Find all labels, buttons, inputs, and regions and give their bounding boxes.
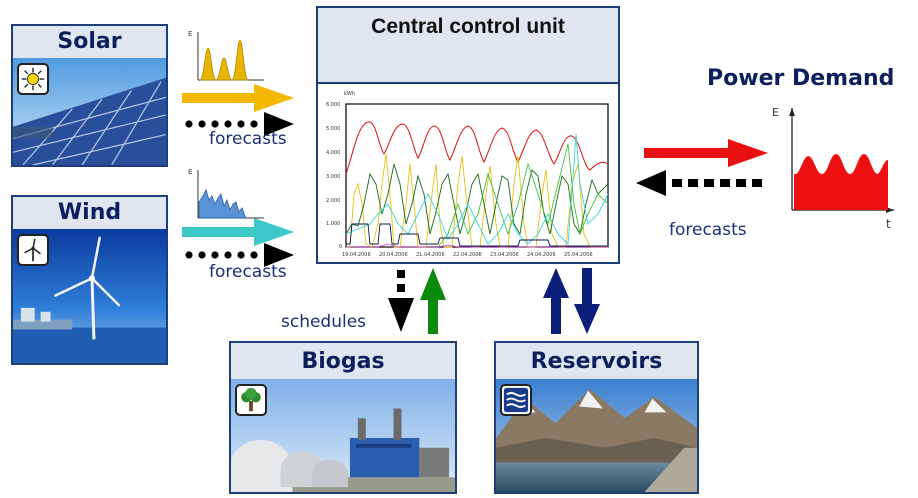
x-tick-label: 25.04.2006 bbox=[564, 252, 593, 258]
wind-box: Wind bbox=[11, 195, 168, 365]
biogas-schedule-arrow bbox=[388, 270, 414, 332]
power-demand-axis-x: t bbox=[886, 217, 891, 230]
biogas-box: Biogas bbox=[229, 341, 457, 494]
central-control-unit-title: Central control unit bbox=[371, 15, 565, 38]
x-tick-label: 22.04.2006 bbox=[453, 252, 482, 258]
biogas-plant-image bbox=[231, 379, 455, 492]
wind-power-arrow bbox=[182, 218, 294, 246]
x-tick-label: 23.04.2006 bbox=[490, 252, 519, 258]
chart-unit-label: kWh bbox=[344, 91, 355, 97]
x-tick-label: 21.04.2006 bbox=[416, 252, 445, 258]
chart-x-ticks: 19.04.2006 20.04.2006 21.04.2006 22.04.2… bbox=[342, 252, 593, 258]
solar-box: Solar bbox=[11, 24, 168, 167]
central-time-series-chart: kWh 6.000 5.000 4.000 3.000 2.000 1.000 … bbox=[318, 82, 618, 262]
demand-forecasts-label: forecasts bbox=[669, 220, 747, 240]
x-tick-label: 24.04.2006 bbox=[527, 252, 556, 258]
biogas-title: Biogas bbox=[301, 349, 385, 374]
biogas-power-arrow bbox=[420, 268, 446, 334]
solar-forecast-mini-chart: E bbox=[188, 30, 264, 81]
solar-panels-image bbox=[13, 58, 166, 165]
wind-title: Wind bbox=[57, 200, 122, 225]
chart-y-ticks: 6.000 5.000 4.000 3.000 2.000 1.000 0 bbox=[326, 102, 342, 250]
sun-icon bbox=[17, 63, 49, 95]
water-waves-icon bbox=[500, 384, 532, 416]
wind-mini-axis-label: E bbox=[188, 168, 192, 176]
central-control-unit-box: Central control unit kWh 6.000 5.000 4.0… bbox=[316, 6, 620, 264]
wind-turbine-icon bbox=[17, 234, 49, 266]
y-tick-label: 2.000 bbox=[326, 198, 340, 204]
y-tick-label: 3.000 bbox=[326, 174, 340, 180]
x-tick-label: 19.04.2006 bbox=[342, 252, 371, 258]
solar-mini-axis-label: E bbox=[188, 30, 192, 38]
demand-forecast-dashed-arrow bbox=[636, 170, 762, 196]
y-tick-label: 0 bbox=[339, 244, 342, 250]
y-tick-label: 5.000 bbox=[326, 126, 340, 132]
solar-title: Solar bbox=[57, 29, 122, 54]
wind-forecasts-label: forecasts bbox=[209, 262, 287, 282]
power-demand-title: Power Demand bbox=[707, 66, 895, 91]
reservoir-up-arrow bbox=[543, 268, 569, 334]
tree-icon bbox=[235, 384, 267, 416]
y-tick-label: 1.000 bbox=[326, 221, 340, 227]
reservoirs-title: Reservoirs bbox=[530, 349, 663, 374]
wind-forecast-mini-chart: E bbox=[188, 168, 264, 219]
solar-forecast-dotted-arrow bbox=[185, 112, 294, 136]
x-tick-label: 20.04.2006 bbox=[379, 252, 408, 258]
reservoirs-box: Reservoirs bbox=[494, 341, 699, 494]
schedules-label: schedules bbox=[281, 312, 367, 332]
power-demand-axis-y: E bbox=[772, 106, 779, 119]
solar-forecasts-label: forecasts bbox=[209, 129, 287, 149]
y-tick-label: 6.000 bbox=[326, 102, 340, 108]
demand-power-arrow bbox=[644, 139, 768, 167]
power-demand-mini-chart: E t bbox=[772, 106, 894, 230]
solar-power-arrow bbox=[182, 84, 294, 112]
wind-forecast-dotted-arrow bbox=[185, 243, 294, 267]
reservoir-lake-image bbox=[496, 379, 697, 492]
reservoir-down-arrow bbox=[574, 268, 600, 334]
y-tick-label: 4.000 bbox=[326, 150, 340, 156]
